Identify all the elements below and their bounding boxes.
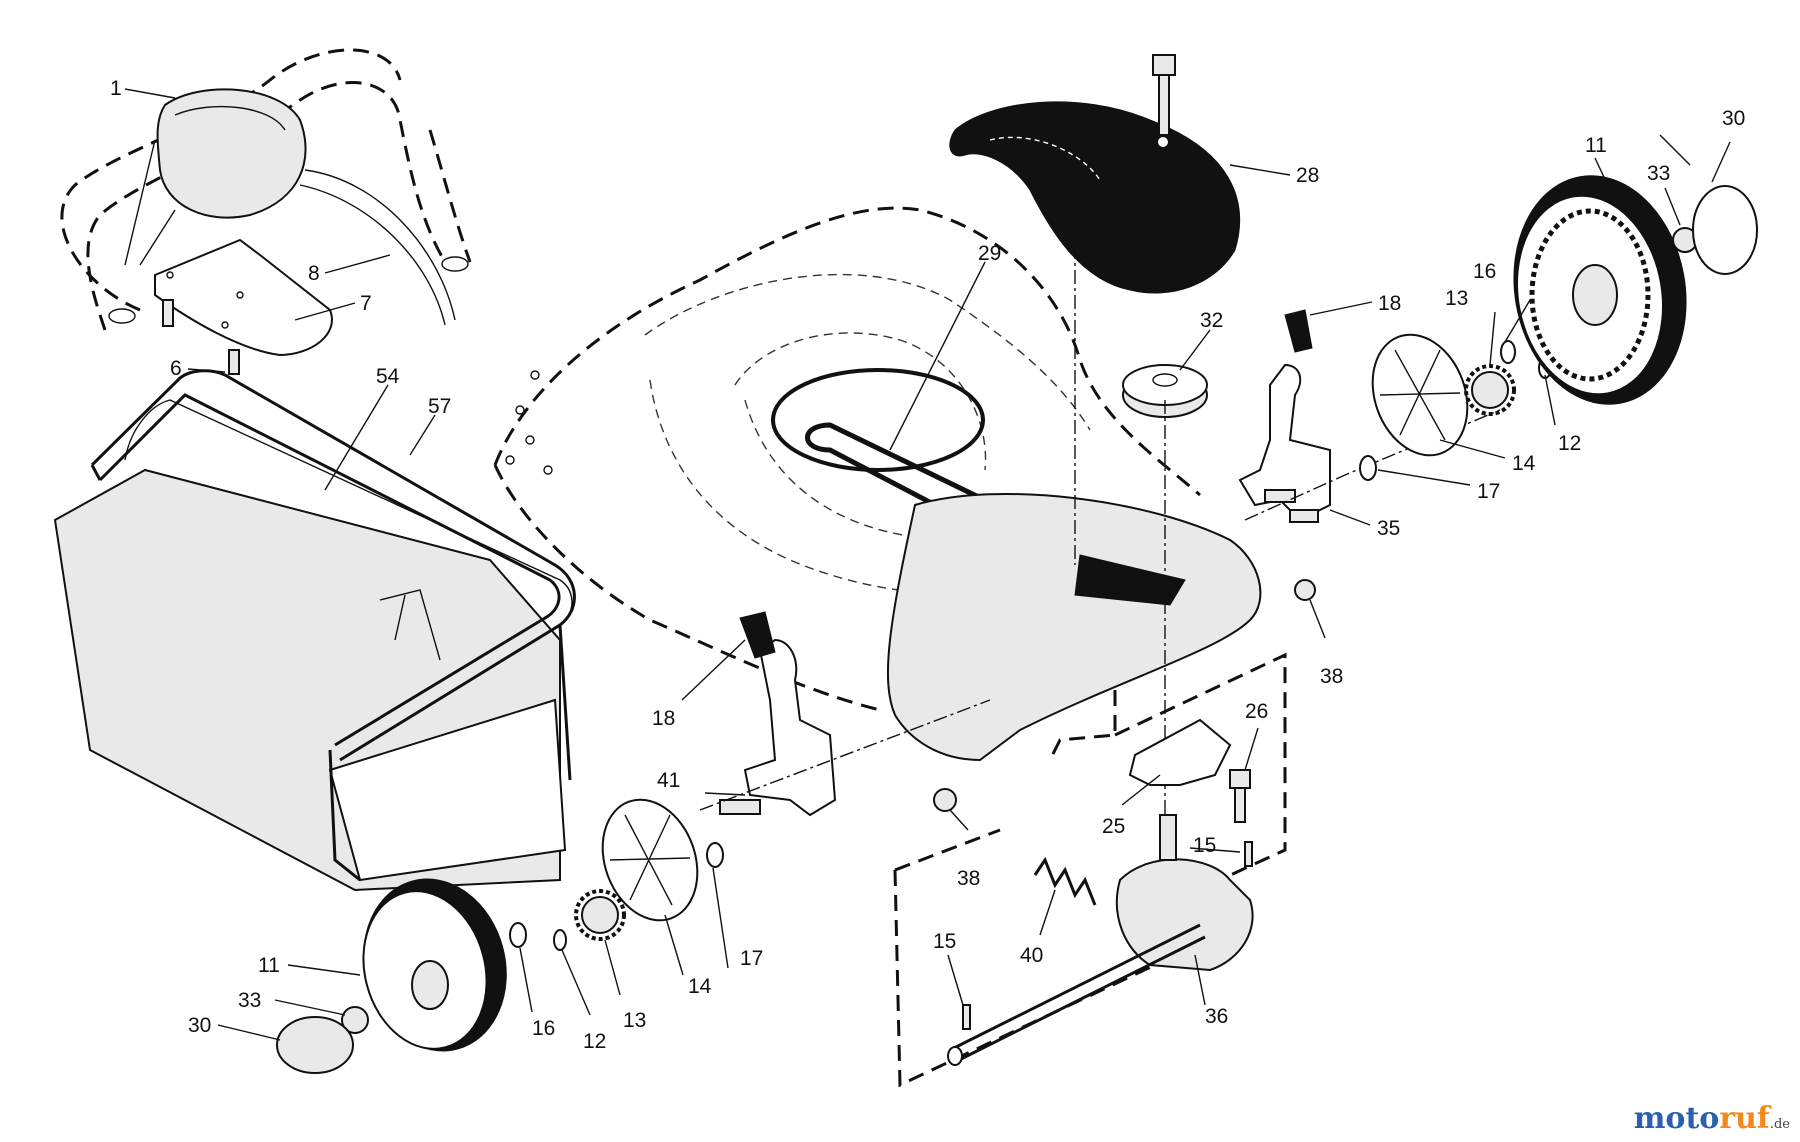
gear-right xyxy=(1464,364,1516,416)
callout-labels: 1 8 7 6 54 57 29 28 32 18 18 11 11 30 30… xyxy=(110,77,1745,1053)
bracket-bolt xyxy=(1229,769,1251,823)
wheel-left xyxy=(362,878,507,1052)
callout-11-left: 11 xyxy=(258,954,280,977)
callout-54: 54 xyxy=(376,365,400,388)
hub-cap-left xyxy=(276,1016,354,1074)
callout-15-right: 15 xyxy=(1193,834,1216,857)
callout-32: 32 xyxy=(1200,309,1223,332)
callout-14-right: 14 xyxy=(1512,452,1536,475)
pulley xyxy=(1122,364,1208,418)
wheel-adapter-right xyxy=(1371,333,1469,457)
callout-36: 36 xyxy=(1205,1005,1228,1028)
callout-33-left: 33 xyxy=(238,989,261,1012)
control-bar-grip xyxy=(124,88,456,326)
cover-bolt xyxy=(1152,54,1176,136)
transmission-bracket xyxy=(1128,718,1232,786)
leader-lines xyxy=(124,88,1731,1041)
callout-14-left: 14 xyxy=(688,975,712,998)
grass-bag xyxy=(53,399,573,892)
callout-30-left: 30 xyxy=(188,1014,211,1037)
callout-35: 35 xyxy=(1377,517,1400,540)
bolts xyxy=(162,299,240,375)
callout-12-left: 12 xyxy=(583,1030,606,1053)
callout-29: 29 xyxy=(978,242,1001,265)
wheel-adapter-left xyxy=(601,798,699,922)
gear-left xyxy=(574,889,626,941)
callout-11-right: 11 xyxy=(1585,134,1607,157)
rear-housing xyxy=(886,492,1262,762)
callout-41: 41 xyxy=(657,769,680,792)
callout-25: 25 xyxy=(1102,815,1125,838)
belt-cover xyxy=(949,101,1241,294)
callout-17-right: 17 xyxy=(1477,480,1500,503)
watermark-logo: motoruf.de xyxy=(1634,1101,1790,1136)
callout-57: 57 xyxy=(428,395,451,418)
callout-16-left: 16 xyxy=(532,1017,555,1040)
callout-38-right: 38 xyxy=(1320,665,1343,688)
handle-outline xyxy=(60,48,472,331)
callout-40: 40 xyxy=(1020,944,1043,967)
callout-16-right: 16 xyxy=(1473,260,1496,283)
wheel-right xyxy=(1513,175,1687,405)
height-adjuster-front xyxy=(719,611,837,817)
handle-bracket xyxy=(154,238,333,357)
callout-28: 28 xyxy=(1296,164,1319,187)
callout-12-right: 12 xyxy=(1558,432,1581,455)
callout-13-left: 13 xyxy=(623,1009,646,1032)
hub-cap-right xyxy=(1692,185,1758,275)
pins xyxy=(962,841,1253,1030)
callout-8: 8 xyxy=(308,262,320,285)
callout-15-left: 15 xyxy=(933,930,956,953)
callout-38-left: 38 xyxy=(957,867,980,890)
mower-deck xyxy=(493,206,1201,761)
callout-6: 6 xyxy=(170,357,182,380)
watermark-part1: moto xyxy=(1633,1101,1720,1136)
watermark-part2: ruf xyxy=(1719,1101,1770,1136)
callout-17-left: 17 xyxy=(740,947,763,970)
callout-7: 7 xyxy=(360,292,372,315)
callout-30-right: 30 xyxy=(1722,107,1745,130)
height-adjuster-rear xyxy=(1238,309,1331,523)
spring xyxy=(1033,856,1097,906)
callout-18-rear: 18 xyxy=(1378,292,1401,315)
grass-bag-frame xyxy=(90,369,576,882)
wheel-nut-left xyxy=(341,1006,369,1034)
transmission xyxy=(947,814,1254,1066)
callout-18-front: 18 xyxy=(652,707,675,730)
nuts xyxy=(933,579,1316,812)
callout-13-right: 13 xyxy=(1445,287,1468,310)
callout-33-right: 33 xyxy=(1647,162,1670,185)
watermark-part3: .de xyxy=(1769,1117,1790,1132)
callout-1: 1 xyxy=(110,77,122,100)
callout-26: 26 xyxy=(1245,700,1268,723)
